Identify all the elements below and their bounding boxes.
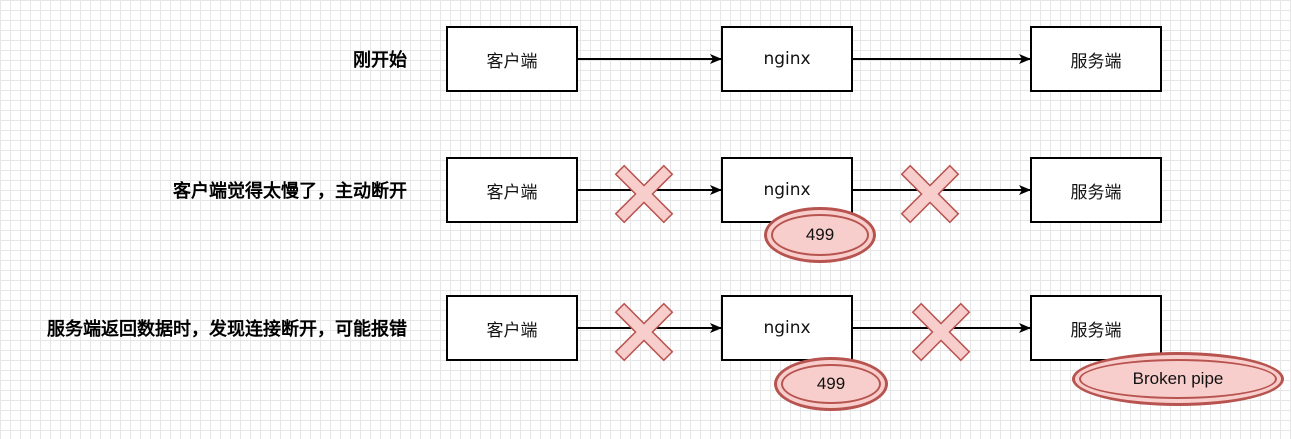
server-node: 服务端 [1030, 157, 1162, 223]
server-node: 服务端 [1030, 26, 1162, 92]
client-node: 客户端 [446, 157, 578, 223]
status-badge-499: 499 [764, 207, 876, 263]
disconnect-cross-icon [911, 302, 971, 362]
status-badge-broken-pipe: Broken pipe [1072, 352, 1284, 406]
client-node: 客户端 [446, 295, 578, 361]
disconnect-cross-icon [900, 164, 960, 224]
row-label-client-disconnect: 客户端觉得太慢了，主动断开 [173, 181, 407, 202]
nginx-node: nginx [721, 26, 853, 92]
badge-text: 499 [805, 225, 835, 244]
nginx-node: nginx [721, 295, 853, 361]
client-node: 客户端 [446, 26, 578, 92]
row-label-start: 刚开始 [353, 50, 407, 71]
badge-text: 499 [816, 374, 846, 393]
status-badge-499: 499 [774, 357, 888, 411]
server-node: 服务端 [1030, 295, 1162, 361]
disconnect-cross-icon [614, 164, 674, 224]
badge-text: Broken pipe [1132, 369, 1224, 388]
row-label-server-error: 服务端返回数据时，发现连接断开，可能报错 [47, 319, 407, 340]
disconnect-cross-icon [614, 302, 674, 362]
